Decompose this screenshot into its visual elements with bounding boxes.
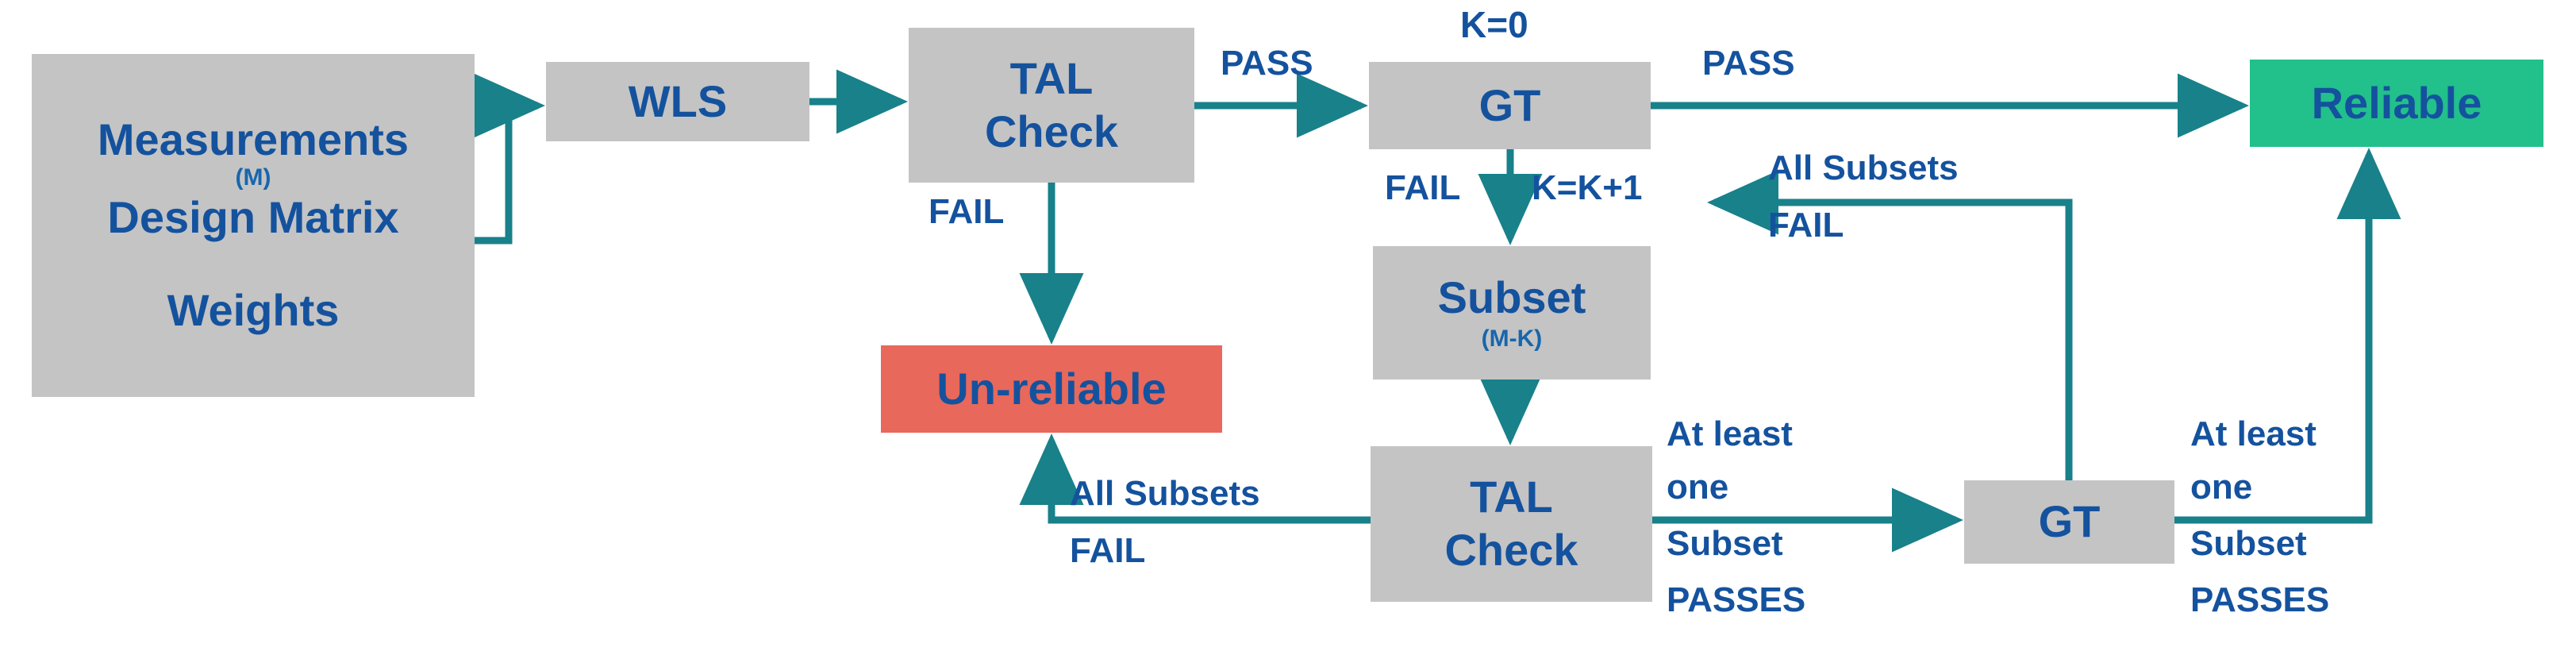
edge-label-at-least-one-mid-line1: At least	[1667, 414, 1793, 453]
input-line-design-matrix: Design Matrix	[107, 192, 399, 243]
edge-gt-bottom-pass-to-reliable	[2174, 148, 2401, 524]
node-gt-bottom[interactable]: GT	[1964, 480, 2174, 564]
edge-label-k-init: K=0	[1460, 4, 1528, 45]
node-tal-check-bottom[interactable]: TAL Check	[1371, 446, 1652, 602]
node-unreliable[interactable]: Un-reliable	[881, 345, 1222, 433]
edge-label-fail-gt-to-subset: FAIL	[1385, 168, 1461, 207]
edge-label-all-subsets-fail-bottom-line1: All Subsets	[1070, 474, 1260, 513]
subset-line2: (M-K)	[1481, 325, 1543, 352]
tal-check-bottom-line2: Check	[1444, 525, 1578, 575]
edge-label-pass-gt-to-reliable: PASS	[1702, 44, 1795, 83]
tal-check-bottom-line1: TAL	[1470, 472, 1553, 522]
gt-bottom-label: GT	[2038, 496, 2101, 547]
tal-check-top-line2: Check	[984, 106, 1119, 156]
edge-label-at-least-one-right-line3: Subset	[2190, 524, 2307, 563]
edge-label-at-least-one-mid-line4: PASSES	[1667, 580, 1806, 619]
node-gt-top[interactable]: GT	[1369, 62, 1651, 149]
edge-input-to-wls	[474, 73, 545, 245]
node-subset[interactable]: Subset (M-K)	[1373, 246, 1651, 380]
tal-check-top-line1: TAL	[1009, 52, 1094, 103]
edge-label-all-subsets-fail-top-line1: All Subsets	[1768, 148, 1959, 187]
edge-label-at-least-one-mid-line3: Subset	[1667, 524, 1783, 563]
gt-top-label: GT	[1478, 79, 1541, 130]
edge-label-at-least-one-right-line4: PASSES	[2190, 580, 2330, 619]
reliable-label: Reliable	[2311, 77, 2482, 128]
input-line-weights: Weights	[167, 285, 340, 336]
input-line-measurements: Measurements	[97, 114, 409, 165]
node-input-measurements[interactable]: Measurements (M) Design Matrix Weights	[32, 54, 475, 397]
unreliable-label: Un-reliable	[936, 363, 1167, 414]
node-wls[interactable]: WLS	[546, 62, 809, 141]
node-reliable[interactable]: Reliable	[2250, 60, 2543, 147]
edge-label-all-subsets-fail-bottom-line2: FAIL	[1070, 531, 1146, 570]
edge-label-k-increment: K=K+1	[1532, 168, 1643, 207]
edge-label-fail-tal-to-unreliable: FAIL	[929, 192, 1005, 231]
node-tal-check-top[interactable]: TAL Check	[909, 28, 1194, 183]
edge-label-at-least-one-right-line1: At least	[2190, 414, 2316, 453]
edge-label-pass-tal-to-gt: PASS	[1221, 44, 1313, 83]
edge-label-at-least-one-mid-line2: one	[1667, 468, 1729, 507]
input-line-m: (M)	[235, 164, 271, 191]
edge-label-at-least-one-right-line2: one	[2190, 468, 2253, 507]
wls-label: WLS	[628, 75, 728, 126]
subset-line1: Subset	[1437, 272, 1586, 322]
edge-all-subsets-fail-to-k-increment	[1707, 170, 2073, 480]
edge-label-all-subsets-fail-top-line2: FAIL	[1768, 206, 1844, 245]
edge-all-subsets-fail-to-unreliable	[1019, 433, 1371, 524]
